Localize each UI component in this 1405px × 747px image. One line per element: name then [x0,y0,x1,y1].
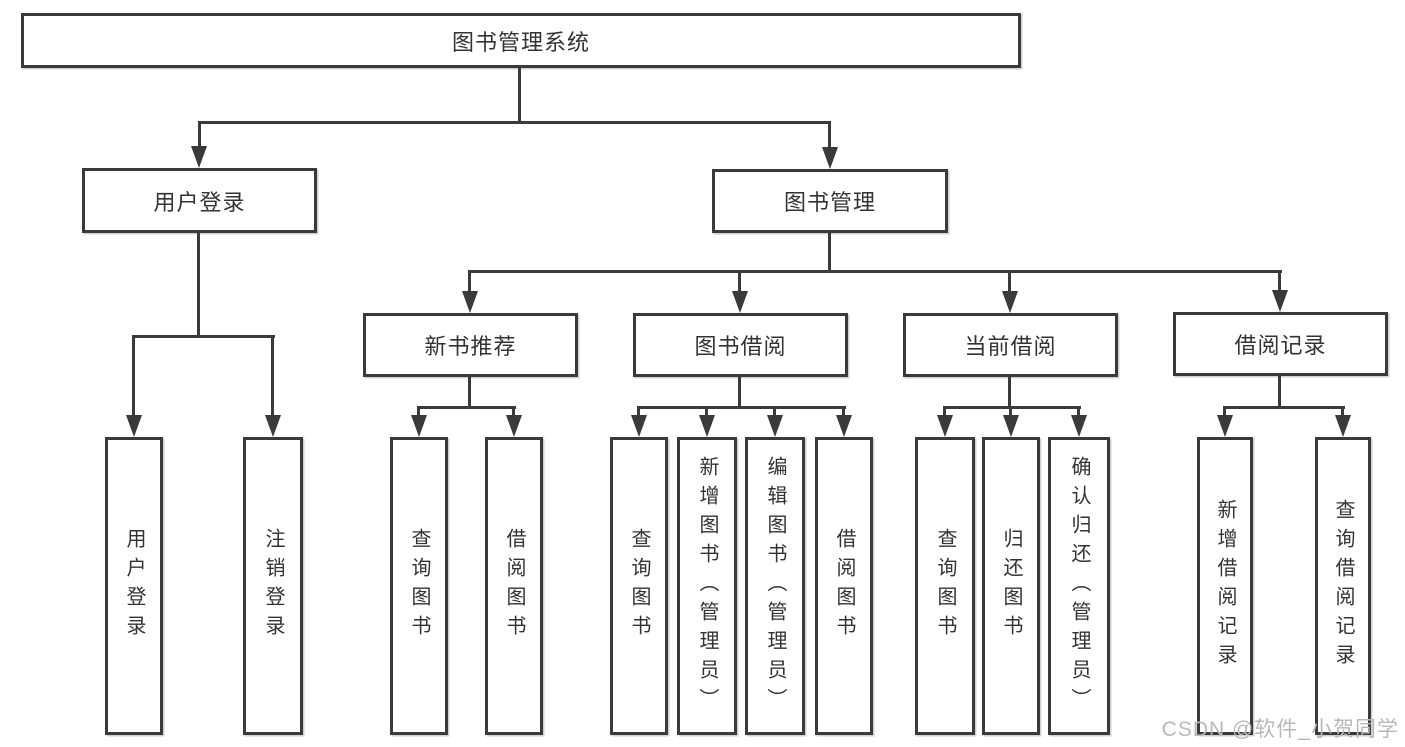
connector-line [943,406,1081,409]
leaf-borrow-edit-book-admin: 编辑图书（管理员） [745,437,805,735]
arrowhead-down-icon [631,415,647,437]
connector-line [197,233,200,338]
connector-line [198,121,831,124]
connector-line [512,406,515,417]
node-current-borrow: 当前借阅 [903,313,1118,377]
leaf-borrow-borrow-book: 借阅图书 [815,437,873,735]
connector-line [1008,377,1011,409]
connector-line [468,270,471,293]
connector-line [1008,270,1011,293]
arrowhead-down-icon [411,415,427,437]
connector-line [738,270,741,293]
connector-line [1077,406,1080,417]
leaf-recommend-borrow-book: 借阅图书 [485,437,543,735]
leaf-current-confirm-return-admin: 确认归还（管理员） [1048,437,1110,735]
connector-line [738,377,741,409]
arrowhead-down-icon [1272,290,1288,312]
arrowhead-down-icon [126,415,142,437]
leaf-recommend-query-book: 查询图书 [390,437,448,735]
connector-line [637,406,640,417]
csdn-watermark: CSDN @软件_小贺同学 [1161,718,1399,741]
arrowhead-down-icon [462,291,478,313]
leaf-borrow-query-book: 查询图书 [610,437,668,735]
arrowhead-down-icon [1217,415,1233,437]
arrowhead-down-icon [1003,415,1019,437]
connector-line [1341,406,1344,417]
connector-line [943,406,946,417]
node-book-management: 图书管理 [712,169,948,233]
leaf-current-query-book: 查询图书 [915,437,975,735]
arrowhead-down-icon [937,415,953,437]
arrowhead-down-icon [836,415,852,437]
connector-line [1223,406,1226,417]
connector-line [828,121,831,151]
leaf-user-login: 用户登录 [105,437,163,735]
node-library-management-system: 图书管理系统 [21,13,1021,68]
connector-line [271,335,274,419]
node-user-login: 用户登录 [82,168,317,233]
arrowhead-down-icon [822,147,838,169]
connector-line [132,335,275,338]
arrowhead-down-icon [506,415,522,437]
arrowhead-down-icon [1335,415,1351,437]
connector-line [468,377,471,409]
connector-line [1223,406,1345,409]
connector-line [518,68,521,121]
node-book-borrow: 图书借阅 [633,313,848,377]
node-new-book-recommend: 新书推荐 [363,313,578,377]
connector-line [1278,270,1281,292]
leaf-records-query-borrow-record: 查询借阅记录 [1315,437,1371,735]
arrowhead-down-icon [191,146,207,168]
connector-line [828,233,831,273]
connector-line [417,406,420,417]
connector-line [1009,406,1012,417]
arrowhead-down-icon [732,291,748,313]
arrowhead-down-icon [1071,415,1087,437]
arrowhead-down-icon [699,415,715,437]
connector-line [132,335,135,419]
connector-line [773,406,776,417]
leaf-current-return-book: 归还图书 [982,437,1040,735]
arrowhead-down-icon [265,415,281,437]
connector-line [637,406,846,409]
leaf-logout: 注销登录 [243,437,303,735]
connector-line [705,406,708,417]
arrowhead-down-icon [1002,291,1018,313]
connector-line [1278,376,1281,409]
connector-line [842,406,845,417]
connector-line [417,406,516,409]
node-borrow-records: 借阅记录 [1173,312,1388,376]
leaf-records-new-borrow-record: 新增借阅记录 [1197,437,1253,735]
connector-line [468,270,1282,273]
arrowhead-down-icon [767,415,783,437]
connector-line [198,121,201,150]
leaf-borrow-add-book-admin: 新增图书（管理员） [677,437,737,735]
